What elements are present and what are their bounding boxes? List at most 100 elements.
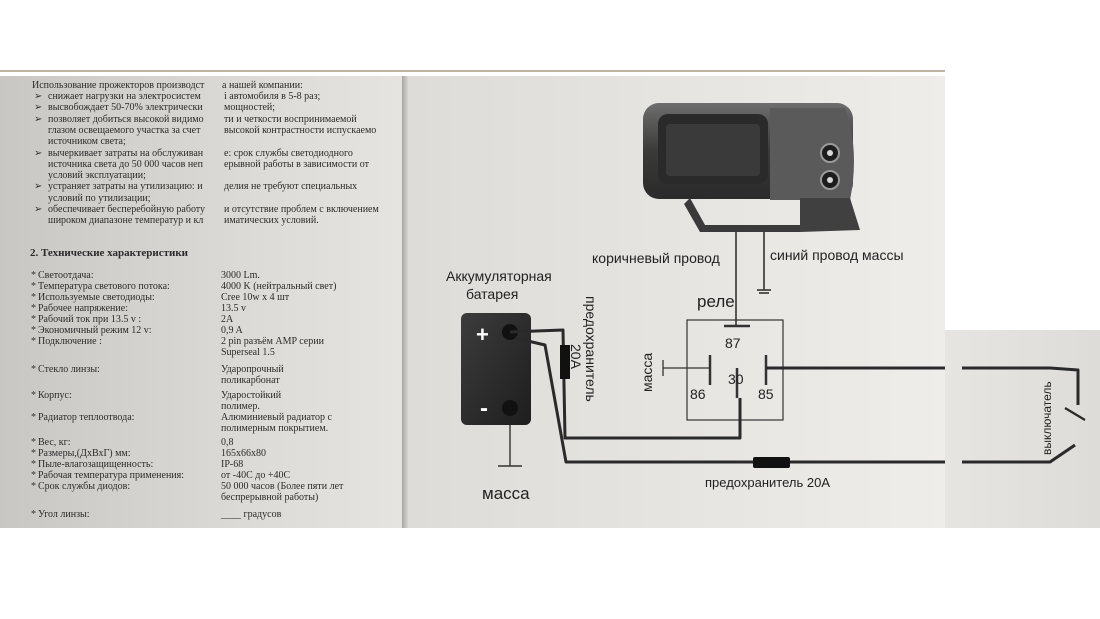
relay-box <box>686 319 784 421</box>
battery-label-1: Аккумуляторная <box>446 268 552 284</box>
spec-value: Ударопрочный <box>221 364 284 375</box>
pin-87: 87 <box>725 335 741 351</box>
intro-item-left: снижает нагрузки на электросистем <box>48 91 201 102</box>
intro-item-right: иматических условий. <box>224 215 319 227</box>
spec-label: Рабочий ток при 13.5 v : <box>38 314 142 325</box>
spec-value: Cree 10w x 4 шт <box>221 292 290 303</box>
spec-bullet-icon: * <box>31 448 36 459</box>
intro-item-left: условий эксплуатации; <box>48 170 146 182</box>
fuse-bottom-icon <box>753 457 790 468</box>
bullet-icon: ➢ <box>34 113 43 125</box>
spec-value: поликарбонат <box>221 375 280 386</box>
spec-value: 4000 K (нейтральный свет) <box>221 281 337 292</box>
spec-label: Экономичный режим 12 v: <box>38 325 152 336</box>
spec-value: IP-68 <box>221 459 244 470</box>
spec-bullet-icon: * <box>31 336 36 347</box>
spec-label: Угол линзы: <box>38 509 90 520</box>
spec-value: полимер. <box>221 401 260 412</box>
right-strip <box>945 330 1100 528</box>
intro-item-right: i автомобиля в 5-8 раз; <box>224 91 321 102</box>
intro-line-b: а нашей компании: <box>222 80 303 91</box>
blue-ground-label: синий провод массы <box>770 247 904 263</box>
specs-heading: 2. Технические характеристики <box>30 247 189 259</box>
spec-bullet-icon: * <box>31 509 36 520</box>
spec-value: 50 000 часов (Более пяти лет <box>221 481 344 492</box>
spec-value: беспрерывной работы) <box>221 492 319 503</box>
bullet-icon: ➢ <box>34 181 43 193</box>
intro-item-left: глазом освещаемого участка за счет <box>48 124 201 136</box>
spec-bullet-icon: * <box>31 303 36 314</box>
relay-ground <box>662 360 710 376</box>
bullet-icon: ➢ <box>34 147 43 159</box>
intro-item-left: высвобождает 50-70% электрически <box>48 102 203 114</box>
brown-wire-label: коричневый провод <box>592 250 720 266</box>
fuse-vertical-label-2: 20А <box>568 344 584 370</box>
spec-value: 13.5 v <box>221 303 246 314</box>
spec-bullet-icon: * <box>31 470 36 481</box>
spec-value: 0,8 <box>221 437 234 448</box>
lamp-wires <box>735 232 771 326</box>
spec-bullet-icon: * <box>31 325 36 336</box>
intro-item-left: вычеркивает затраты на обслуживан <box>48 147 204 159</box>
battery-icon <box>461 313 531 425</box>
plus-label: + <box>476 322 489 347</box>
spec-bullet-icon: * <box>31 437 36 448</box>
spec-value: Алюминиевый радиатор с <box>221 412 332 423</box>
spec-bullet-icon: * <box>31 364 36 375</box>
spec-bullet-icon: * <box>31 459 36 470</box>
spec-label: Вес, кг: <box>38 437 71 448</box>
battery-ground-label: масса <box>482 484 530 503</box>
intro-item-right: ерывной работы в зависимости от <box>224 158 370 170</box>
fuse-vertical-label-1: предохранитель <box>583 296 599 402</box>
fuse-bottom-label: предохранитель 20А <box>705 475 830 490</box>
power-wires <box>509 328 1086 464</box>
spec-label: Корпус: <box>38 390 72 401</box>
relay-label: реле <box>697 292 735 311</box>
led-lamp-icon <box>643 103 860 232</box>
spec-value: ____ градусов <box>221 509 282 520</box>
bullet-icon: ➢ <box>34 204 43 215</box>
spec-value: Ударостойкий <box>221 390 282 401</box>
spec-value: от -40С до +40С <box>221 470 291 481</box>
bullet-icon: ➢ <box>34 102 43 114</box>
battery-ground <box>498 425 522 467</box>
spec-value: 0,9 A <box>221 325 243 336</box>
intro-line-a: Использование прожекторов производст <box>32 80 205 91</box>
spec-value: Superseal 1.5 <box>221 347 275 358</box>
intro-item-right: делия не требуют специальных <box>224 181 358 193</box>
minus-label: - <box>480 395 488 422</box>
intro-item-right: мощностей; <box>224 102 276 114</box>
spec-label: Стекло линзы: <box>38 364 100 375</box>
bullet-icon: ➢ <box>34 91 43 102</box>
spec-value: 3000 Lm. <box>221 270 260 281</box>
spec-bullet-icon: * <box>31 390 36 401</box>
relay-ground-label: масса <box>639 353 655 392</box>
switch-label: выключатель <box>1040 381 1054 455</box>
spec-value: 2 pin разъём AMP серии <box>221 336 324 347</box>
intro-item-left: устраняет затраты на утилизацию: и <box>48 181 203 193</box>
pin-85: 85 <box>758 386 774 402</box>
battery-label-2: батарея <box>466 286 518 302</box>
intro-item-right: и отсутствие проблем с включением <box>224 204 379 215</box>
spec-label: Используемые светодиоды: <box>38 292 155 303</box>
pin-86: 86 <box>690 386 706 402</box>
left-page <box>0 76 402 528</box>
fuse-vertical-icon <box>560 345 570 379</box>
spec-bullet-icon: * <box>31 292 36 303</box>
intro-item-left: позволяет добиться высокой видимо <box>48 113 204 125</box>
intro-item-right: ти и четкости воспринимаемой <box>224 113 357 125</box>
spec-label: Срок службы диодов: <box>38 481 131 492</box>
spec-label: Пыле-влагозащищенность: <box>38 459 154 470</box>
spec-bullet-icon: * <box>31 412 36 423</box>
spec-label: Рабочая температура применения: <box>38 470 185 481</box>
page-fold <box>402 76 408 528</box>
spec-label: Светоотдача: <box>38 270 94 281</box>
intro-item-left: источником света; <box>48 136 126 148</box>
spec-bullet-icon: * <box>31 314 36 325</box>
spec-label: Размеры,(ДхВхГ) мм: <box>38 448 131 459</box>
intro-item-left: условий по утилизации; <box>48 192 151 204</box>
spec-label: Подключение : <box>38 336 102 347</box>
spec-label: Радиатор теплоотвода: <box>38 412 135 423</box>
spec-label: Рабочее напряжение: <box>38 303 128 314</box>
